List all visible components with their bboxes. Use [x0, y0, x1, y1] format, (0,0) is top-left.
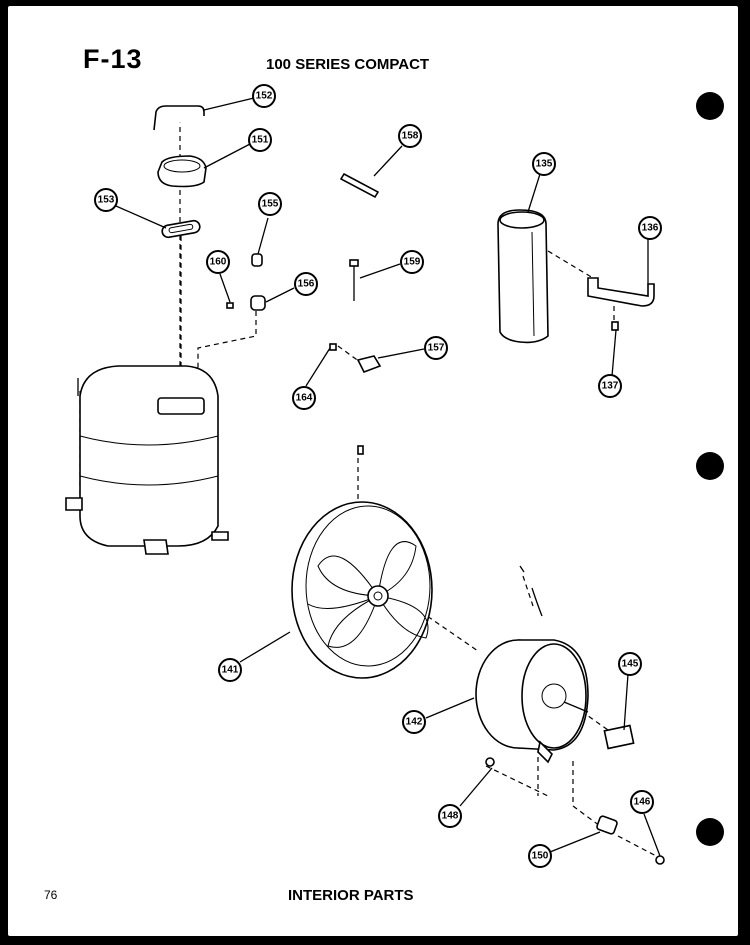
callout-148: 148 — [438, 804, 462, 828]
bracket-screw-part — [611, 321, 619, 331]
plug-part — [251, 253, 263, 267]
figure-number: F-13 — [83, 44, 143, 74]
parts-diagram-page: F-13 100 SERIES COMPACT — [8, 6, 738, 936]
page-number: 76 — [44, 888, 58, 902]
callout-152: 152 — [252, 84, 276, 108]
callout-141: 141 — [218, 658, 242, 682]
bolt-part — [349, 259, 359, 301]
callout-150: 150 — [528, 844, 552, 868]
binder-hole-top — [696, 92, 724, 120]
binder-hole-middle — [696, 452, 724, 480]
callout-145: 145 — [618, 652, 642, 676]
binder-hole-bottom — [696, 818, 724, 846]
fan-blade-part — [291, 501, 433, 679]
callout-135: 135 — [532, 152, 556, 176]
callout-155: 155 — [258, 192, 282, 216]
motor-plate-part — [603, 724, 635, 750]
svg-text:146: 146 — [634, 797, 651, 808]
clamp-part — [329, 343, 382, 374]
callout-157: 157 — [424, 336, 448, 360]
svg-text:141: 141 — [222, 665, 239, 676]
svg-text:142: 142 — [406, 717, 423, 728]
callout-136: 136 — [638, 216, 662, 240]
clip-part — [153, 105, 205, 131]
svg-text:152: 152 — [256, 91, 273, 102]
capacitor-part — [497, 209, 549, 344]
exploded-view-diagram: 152 151 153 155 158 160 156 159 157 164 … — [65, 84, 665, 868]
section-title: INTERIOR PARTS — [288, 887, 414, 904]
svg-text:150: 150 — [532, 851, 549, 862]
svg-text:157: 157 — [428, 343, 445, 354]
svg-text:164: 164 — [296, 393, 313, 404]
svg-text:159: 159 — [404, 257, 421, 268]
svg-text:156: 156 — [298, 279, 315, 290]
svg-text:136: 136 — [642, 223, 659, 234]
callout-146: 146 — [630, 790, 654, 814]
gasket-part — [161, 219, 201, 239]
callout-137: 137 — [598, 374, 622, 398]
callout-156: 156 — [294, 272, 318, 296]
svg-text:145: 145 — [622, 659, 639, 670]
svg-text:155: 155 — [262, 199, 279, 210]
callout-151: 151 — [248, 128, 272, 152]
callout-164: 164 — [292, 386, 316, 410]
svg-text:151: 151 — [252, 135, 269, 146]
callout-160: 160 — [206, 250, 230, 274]
washer-part — [485, 757, 495, 767]
svg-text:158: 158 — [402, 131, 419, 142]
compressor-part — [65, 365, 229, 555]
svg-text:137: 137 — [602, 381, 619, 392]
svg-text:160: 160 — [210, 257, 227, 268]
svg-text:153: 153 — [98, 195, 115, 206]
callout-158: 158 — [398, 124, 422, 148]
capacitor-bracket-part — [587, 277, 655, 307]
mount-part — [596, 815, 618, 835]
callout-159: 159 — [400, 250, 424, 274]
terminal-cover-part — [157, 155, 207, 188]
tube-part — [339, 172, 380, 199]
screw-part — [226, 302, 234, 309]
svg-text:148: 148 — [442, 811, 459, 822]
page-subtitle: 100 SERIES COMPACT — [266, 56, 430, 73]
fan-motor-part — [475, 639, 589, 764]
leader-lines — [115, 97, 661, 857]
callout-153: 153 — [94, 188, 118, 212]
svg-text:135: 135 — [536, 159, 553, 170]
wire-part — [519, 565, 543, 617]
nut-part — [655, 855, 665, 865]
grommet-part — [250, 295, 266, 311]
callout-142: 142 — [402, 710, 426, 734]
